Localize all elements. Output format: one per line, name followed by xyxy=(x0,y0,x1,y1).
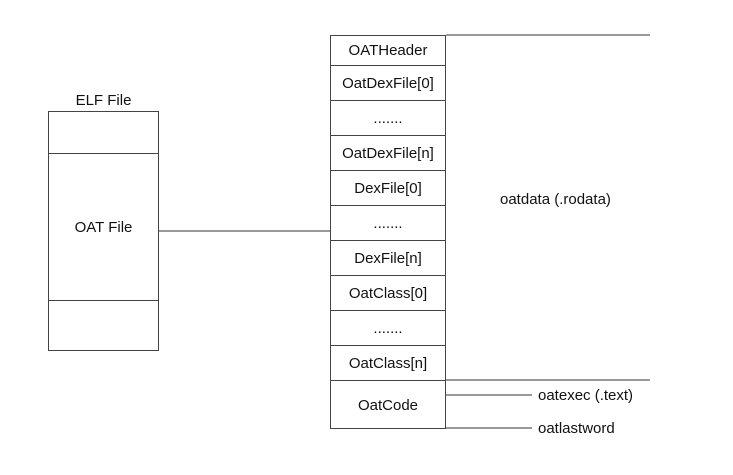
oat-divider xyxy=(331,65,445,66)
oat-dex-file-0-cell: OatDexFile[0] xyxy=(342,74,434,92)
dex-file-0-cell: DexFile[0] xyxy=(354,179,422,197)
elf-file-title: ELF File xyxy=(75,92,132,109)
elf-file-box: OAT File xyxy=(48,111,159,351)
oat-ellipsis-cell: ....... xyxy=(373,109,403,127)
elf-divider-top xyxy=(49,153,158,154)
elf-oat-section-label: OAT File xyxy=(74,219,133,236)
oat-divider xyxy=(331,310,445,311)
dex-ellipsis-cell: ....... xyxy=(373,214,403,232)
oat-divider xyxy=(331,345,445,346)
oat-header-cell: OATHeader xyxy=(348,42,428,59)
oat-class-0-cell: OatClass[0] xyxy=(348,284,428,302)
oat-divider xyxy=(331,135,445,136)
oat-divider xyxy=(331,240,445,241)
oat-class-n-cell: OatClass[n] xyxy=(348,354,428,372)
oatexec-label: oatexec (.text) xyxy=(538,387,634,404)
oat-divider xyxy=(331,275,445,276)
oat-divider xyxy=(331,170,445,171)
class-ellipsis-cell: ....... xyxy=(373,319,403,337)
elf-divider-bottom xyxy=(49,300,158,301)
oat-structure-box: OATHeader OatDexFile[0] ....... OatDexFi… xyxy=(330,35,446,429)
oat-divider xyxy=(331,100,445,101)
dex-file-n-cell: DexFile[n] xyxy=(354,249,422,267)
oatdata-label: oatdata (.rodata) xyxy=(500,191,611,208)
oat-dex-file-n-cell: OatDexFile[n] xyxy=(342,144,434,162)
oat-code-cell: OatCode xyxy=(357,396,419,414)
oat-divider xyxy=(331,205,445,206)
oat-divider xyxy=(331,380,445,381)
oatlastword-label: oatlastword xyxy=(538,420,615,437)
